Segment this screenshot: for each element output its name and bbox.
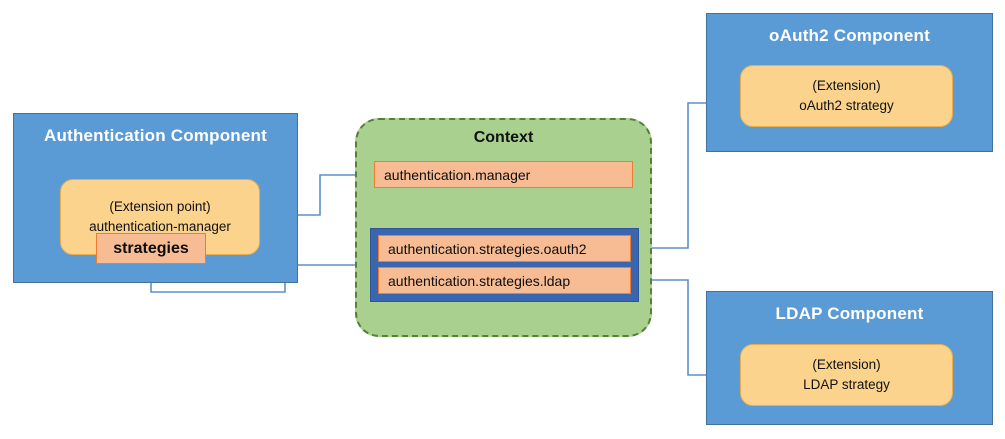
ldap-extension-line1: (Extension) (812, 357, 881, 373)
connector-ldap-key-to-component (646, 279, 708, 376)
ldap-extension-line2: LDAP strategy (803, 377, 890, 392)
ldap-component-title: LDAP Component (775, 304, 924, 323)
connector-oauth2-key-to-component (646, 102, 708, 249)
authentication-extension-point-line1: (Extension point) (109, 199, 211, 215)
context-key-authentication-strategies-oauth2[interactable]: authentication.strategies.oauth2 (378, 235, 631, 262)
ldap-extension-box[interactable]: (Extension) LDAP strategy (740, 344, 953, 406)
context-title: Context (473, 129, 534, 146)
oauth2-extension-line2: oAuth2 strategy (799, 98, 894, 113)
context-key-authentication-manager[interactable]: authentication.manager (374, 161, 633, 188)
oauth2-extension-box[interactable]: (Extension) oAuth2 strategy (740, 65, 953, 127)
oauth2-component-title: oAuth2 Component (769, 26, 930, 45)
context-key-authentication-strategies-ldap[interactable]: authentication.strategies.ldap (378, 267, 631, 294)
authentication-component-title: Authentication Component (44, 126, 267, 145)
strategies-key-box[interactable]: strategies (96, 233, 206, 264)
oauth2-extension-line1: (Extension) (812, 78, 881, 94)
authentication-extension-point-line2: authentication-manager (89, 219, 231, 234)
